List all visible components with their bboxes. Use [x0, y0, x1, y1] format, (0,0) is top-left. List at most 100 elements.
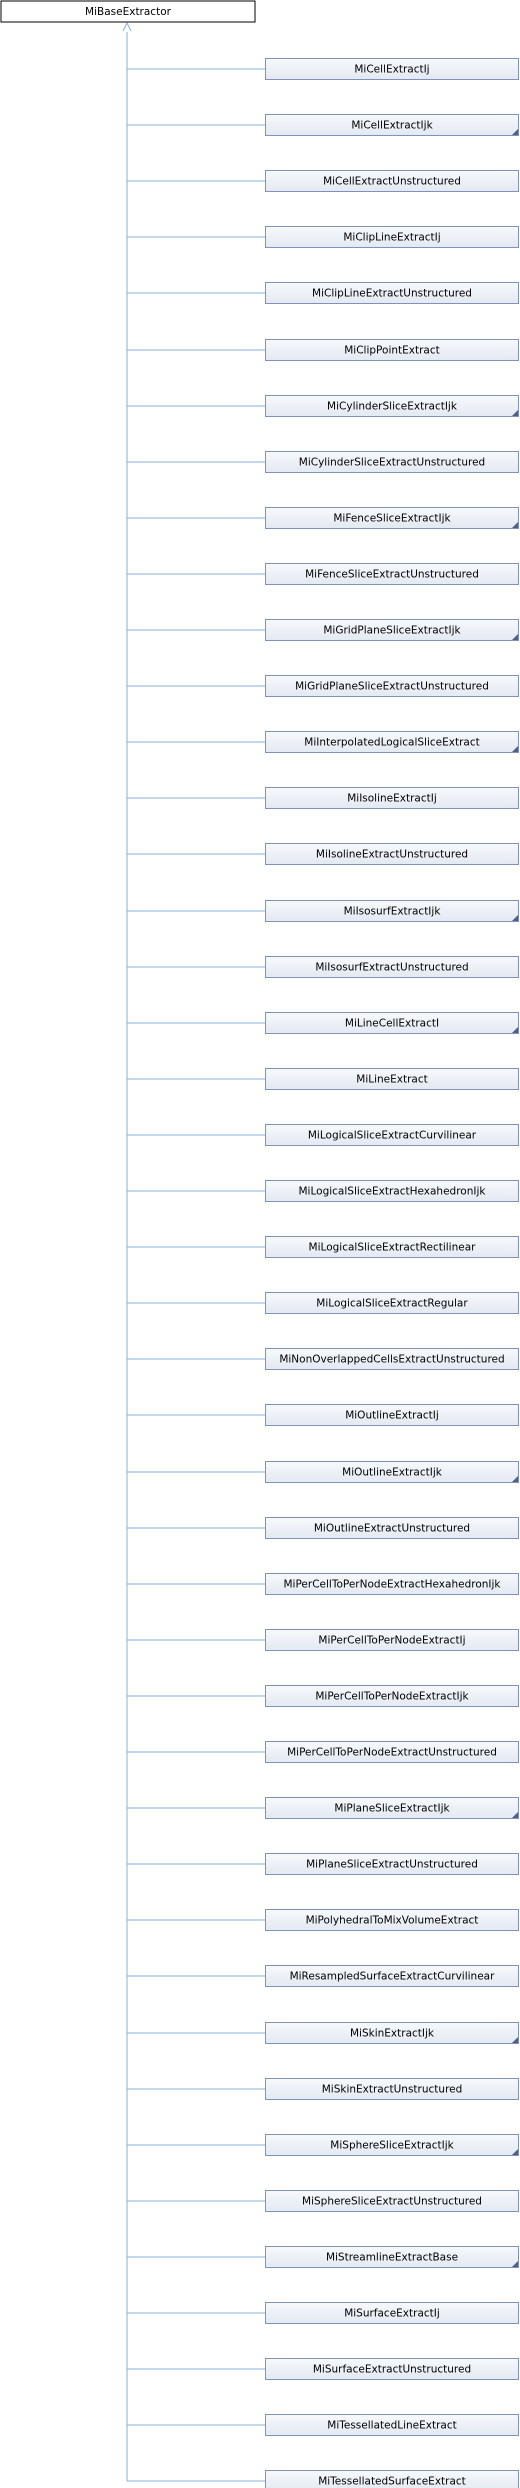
- derived-class-label: MiTessellatedSurfaceExtract: [318, 2476, 466, 2488]
- derived-class-box: [265, 2358, 519, 2380]
- derived-class-box: [265, 1909, 519, 1931]
- derived-class-node[interactable]: MiCellExtractIjk: [265, 114, 519, 136]
- derived-class-box: [265, 563, 519, 585]
- derived-class-node[interactable]: MiPerCellToPerNodeExtractUnstructured: [265, 1741, 519, 1763]
- derived-class-box: [265, 1348, 519, 1370]
- derived-class-box: [265, 1461, 519, 1483]
- derived-class-label: MiSkinExtractUnstructured: [322, 2084, 463, 2096]
- derived-class-node[interactable]: MiPerCellToPerNodeExtractIj: [265, 1629, 519, 1651]
- derived-class-label: MiIsosurfExtractIjk: [344, 906, 442, 918]
- has-subclasses-marker-icon: [512, 410, 518, 416]
- derived-class-box: [265, 2470, 519, 2488]
- root-class-node[interactable]: MiBaseExtractor: [0, 0, 256, 23]
- derived-class-node[interactable]: MiOutlineExtractIj: [265, 1404, 519, 1426]
- derived-class-box: [265, 58, 519, 80]
- has-subclasses-marker-icon: [512, 915, 518, 921]
- derived-class-node[interactable]: MiSkinExtractIjk: [265, 2022, 519, 2044]
- derived-class-node[interactable]: MiCylinderSliceExtractUnstructured: [265, 451, 519, 473]
- derived-class-node[interactable]: MiStreamlineExtractBase: [265, 2246, 519, 2268]
- derived-class-node[interactable]: MiTessellatedSurfaceExtract: [265, 2470, 519, 2488]
- derived-class-node[interactable]: MiGridPlaneSliceExtractUnstructured: [265, 675, 519, 697]
- derived-class-box: [265, 339, 519, 361]
- derived-class-node[interactable]: MiFenceSliceExtractIjk: [265, 507, 519, 529]
- derived-class-box: [265, 956, 519, 978]
- derived-class-node[interactable]: MiCylinderSliceExtractIjk: [265, 395, 519, 417]
- derived-class-node[interactable]: MiSurfaceExtractUnstructured: [265, 2358, 519, 2380]
- derived-class-node[interactable]: MiLogicalSliceExtractRegular: [265, 1292, 519, 1314]
- derived-class-label: MiCellExtractUnstructured: [323, 176, 461, 188]
- derived-class-node[interactable]: MiNonOverlappedCellsExtractUnstructured: [265, 1348, 519, 1370]
- derived-class-box: [265, 1292, 519, 1314]
- derived-class-node[interactable]: MiFenceSliceExtractUnstructured: [265, 563, 519, 585]
- derived-class-box: [265, 1404, 519, 1426]
- derived-class-box: [265, 226, 519, 248]
- derived-class-node[interactable]: MiResampledSurfaceExtractCurvilinear: [265, 1965, 519, 1987]
- derived-class-node[interactable]: MiIsosurfExtractIjk: [265, 900, 519, 922]
- derived-class-box: [265, 619, 519, 641]
- derived-class-label: MiIsolineExtractIj: [347, 793, 437, 805]
- derived-class-node[interactable]: MiIsosurfExtractUnstructured: [265, 956, 519, 978]
- derived-class-box: [265, 731, 519, 753]
- derived-class-node[interactable]: MiOutlineExtractIjk: [265, 1461, 519, 1483]
- derived-class-node[interactable]: MiIsolineExtractIj: [265, 787, 519, 809]
- derived-class-node[interactable]: MiLogicalSliceExtractCurvilinear: [265, 1124, 519, 1146]
- derived-class-node[interactable]: MiClipLineExtractUnstructured: [265, 282, 519, 304]
- derived-class-box: [265, 2022, 519, 2044]
- derived-class-node[interactable]: MiLineExtract: [265, 1068, 519, 1090]
- inheritance-edges: [122, 21, 265, 2482]
- has-subclasses-marker-icon: [512, 634, 518, 640]
- derived-class-node[interactable]: MiGridPlaneSliceExtractIjk: [265, 619, 519, 641]
- derived-class-node[interactable]: MiLogicalSliceExtractHexahedronIjk: [265, 1180, 519, 1202]
- derived-class-nodes: MiCellExtractIjMiCellExtractIjkMiCellExt…: [265, 58, 519, 2488]
- derived-class-label: MiGridPlaneSliceExtractUnstructured: [295, 681, 489, 693]
- derived-class-node[interactable]: MiCellExtractUnstructured: [265, 170, 519, 192]
- derived-class-box: [265, 1180, 519, 1202]
- derived-class-node[interactable]: MiSurfaceExtractIj: [265, 2302, 519, 2324]
- derived-class-node[interactable]: MiSkinExtractUnstructured: [265, 2078, 519, 2100]
- derived-class-label: MiPerCellToPerNodeExtractUnstructured: [287, 1747, 497, 1759]
- derived-class-node[interactable]: MiPlaneSliceExtractIjk: [265, 1797, 519, 1819]
- derived-class-box: [265, 2190, 519, 2212]
- derived-class-label: MiIsolineExtractUnstructured: [316, 849, 468, 861]
- derived-class-label: MiSurfaceExtractUnstructured: [313, 2364, 471, 2376]
- derived-class-node[interactable]: MiClipLineExtractIj: [265, 226, 519, 248]
- root-class-label: MiBaseExtractor: [85, 6, 172, 18]
- inheritance-arrowhead: [122, 21, 132, 32]
- derived-class-box: [265, 843, 519, 865]
- derived-class-label: MiClipLineExtractIj: [343, 232, 440, 244]
- has-subclasses-marker-icon: [512, 2149, 518, 2155]
- has-subclasses-marker-icon: [512, 129, 518, 135]
- derived-class-label: MiSkinExtractIjk: [350, 2028, 435, 2040]
- derived-class-box: [265, 787, 519, 809]
- derived-class-node[interactable]: MiPlaneSliceExtractUnstructured: [265, 1853, 519, 1875]
- derived-class-node[interactable]: MiCellExtractIj: [265, 58, 519, 80]
- derived-class-node[interactable]: MiPolyhedralToMixVolumeExtract: [265, 1909, 519, 1931]
- derived-class-box: [265, 1965, 519, 1987]
- derived-class-node[interactable]: MiSphereSliceExtractIjk: [265, 2134, 519, 2156]
- derived-class-box: [265, 1629, 519, 1651]
- derived-class-node[interactable]: MiLineCellExtractI: [265, 1012, 519, 1034]
- derived-class-node[interactable]: MiPerCellToPerNodeExtractHexahedronIjk: [265, 1573, 519, 1595]
- derived-class-label: MiLogicalSliceExtractRegular: [316, 1298, 468, 1310]
- derived-class-box: [265, 675, 519, 697]
- derived-class-node[interactable]: MiClipPointExtract: [265, 339, 519, 361]
- root-class-box: [0, 0, 256, 23]
- derived-class-box: [265, 1517, 519, 1539]
- derived-class-box: [265, 507, 519, 529]
- derived-class-box: [265, 1741, 519, 1763]
- derived-class-node[interactable]: MiPerCellToPerNodeExtractIjk: [265, 1685, 519, 1707]
- derived-class-box: [265, 395, 519, 417]
- derived-class-label: MiPerCellToPerNodeExtractHexahedronIjk: [284, 1579, 502, 1591]
- has-subclasses-marker-icon: [512, 522, 518, 528]
- derived-class-label: MiCylinderSliceExtractIjk: [327, 401, 458, 413]
- derived-class-node[interactable]: MiOutlineExtractUnstructured: [265, 1517, 519, 1539]
- derived-class-node[interactable]: MiTessellatedLineExtract: [265, 2414, 519, 2436]
- derived-class-node[interactable]: MiInterpolatedLogicalSliceExtract: [265, 731, 519, 753]
- derived-class-label: MiCylinderSliceExtractUnstructured: [299, 457, 485, 469]
- derived-class-node[interactable]: MiSphereSliceExtractUnstructured: [265, 2190, 519, 2212]
- derived-class-box: [265, 1236, 519, 1258]
- derived-class-node[interactable]: MiLogicalSliceExtractRectilinear: [265, 1236, 519, 1258]
- derived-class-node[interactable]: MiIsolineExtractUnstructured: [265, 843, 519, 865]
- derived-class-label: MiTessellatedLineExtract: [327, 2420, 456, 2432]
